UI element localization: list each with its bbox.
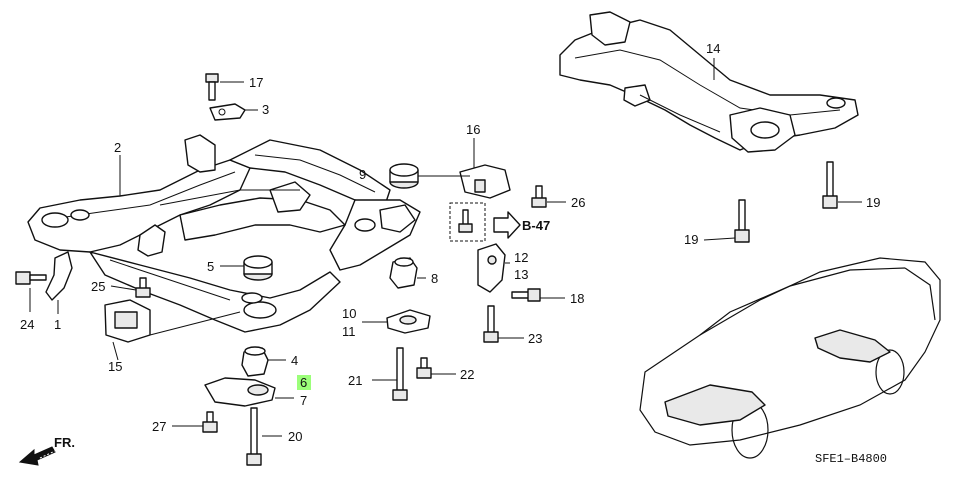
callout-17: 17 (249, 75, 263, 90)
drawing-code: SFE1–B4800 (815, 452, 887, 466)
callout-1: 1 (54, 317, 61, 332)
callout-23: 23 (528, 331, 542, 346)
callout-24: 24 (20, 317, 34, 332)
bracket-12-13 (477, 243, 506, 293)
callout-21: 21 (348, 373, 362, 388)
bolt-20 (246, 407, 262, 466)
callout-3: 3 (262, 102, 269, 117)
bolt-18 (511, 288, 541, 302)
callout-22: 22 (460, 367, 474, 382)
bracket-3 (209, 103, 246, 121)
callout-19-right: 19 (866, 195, 880, 210)
callout-20: 20 (288, 429, 302, 444)
callout-15: 15 (108, 359, 122, 374)
callout-10: 10 (342, 306, 356, 321)
bolt-19-right (822, 161, 838, 209)
plate-10-11 (386, 309, 431, 334)
callout-5: 5 (207, 259, 214, 274)
reference-box (449, 202, 521, 242)
bracket-16 (459, 164, 511, 199)
callout-2: 2 (114, 140, 121, 155)
callout-25: 25 (91, 279, 105, 294)
callout-9: 9 (359, 167, 366, 182)
bracket-6-7 (204, 377, 276, 407)
callout-6[interactable]: 6 (300, 375, 307, 390)
callout-18: 18 (570, 291, 584, 306)
bolt-24 (15, 271, 47, 285)
front-indicator: FR. (54, 435, 75, 450)
highlight-6 (297, 375, 311, 390)
bolt-21 (392, 347, 408, 401)
bolt-25 (135, 277, 151, 298)
callout-19-left: 19 (684, 232, 698, 247)
callout-11: 11 (342, 324, 356, 339)
callout-4: 4 (291, 353, 298, 368)
grommet-9 (389, 163, 419, 189)
callout-8: 8 (431, 271, 438, 286)
nut-22 (416, 357, 432, 379)
reference-b47[interactable]: B-47 (522, 218, 550, 233)
callout-27: 27 (152, 419, 166, 434)
mount-15 (104, 299, 151, 343)
bolt-19-left (734, 199, 750, 243)
vehicle-outline (639, 257, 941, 459)
bolt-23 (483, 305, 499, 343)
callout-12: 12 (514, 250, 528, 265)
bolt-17 (205, 73, 219, 101)
rear-subframe (559, 11, 859, 153)
callout-26: 26 (571, 195, 585, 210)
bolt-27 (202, 411, 218, 433)
bolt-26 (531, 185, 547, 208)
bushing-4 (241, 346, 269, 377)
grommet-5 (243, 255, 273, 281)
leader-lines (29, 58, 862, 437)
bracket-1 (45, 251, 73, 301)
mount-8 (389, 257, 418, 289)
callout-13: 13 (514, 267, 528, 282)
callout-16: 16 (466, 122, 480, 137)
front-subframe (27, 134, 421, 333)
front-arrow-icon (18, 446, 56, 466)
callout-7: 7 (300, 393, 307, 408)
callout-14: 14 (706, 41, 720, 56)
